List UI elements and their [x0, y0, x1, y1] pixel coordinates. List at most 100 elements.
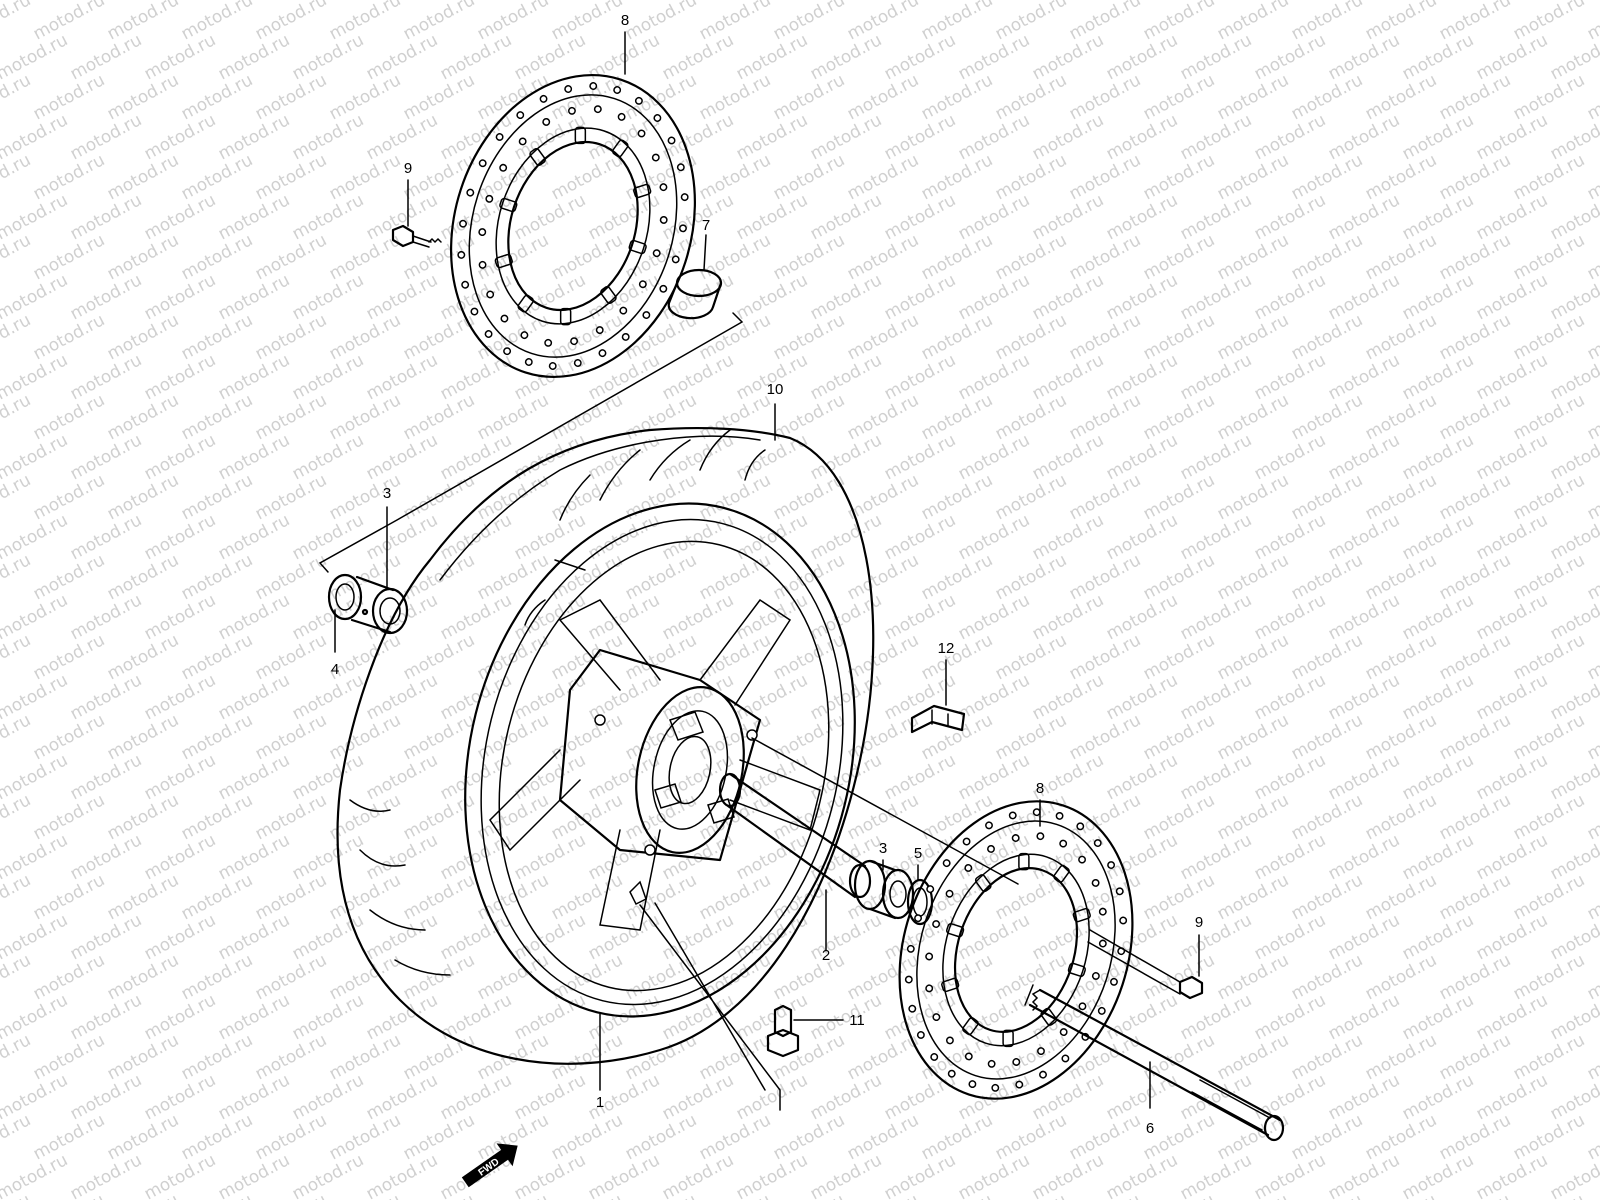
watermark-text: motod.ru: [1325, 190, 1403, 244]
watermark-text: motod.ru: [844, 230, 922, 284]
watermark-text: motod.ru: [1103, 190, 1181, 244]
tire-valve: [766, 1004, 844, 1058]
watermark-text: motod.ru: [1362, 70, 1440, 124]
watermark-text: motod.ru: [1399, 110, 1477, 164]
disc-drill-hole: [1098, 939, 1107, 948]
watermark-text: motod.ru: [1177, 270, 1255, 324]
watermark-text: motod.ru: [1436, 150, 1514, 204]
watermark-text: motod.ru: [363, 350, 441, 404]
watermark-text: motod.ru: [1251, 430, 1329, 484]
watermark-text: motod.ru: [30, 70, 108, 124]
watermark-text: motod.ru: [992, 1110, 1070, 1164]
watermark-text: motod.ru: [474, 390, 552, 444]
watermark-text: motod.ru: [437, 1070, 515, 1124]
watermark-text: motod.ru: [770, 1030, 848, 1084]
watermark-text: motod.ru: [1325, 670, 1403, 724]
watermark-text: motod.ru: [1473, 1150, 1551, 1200]
watermark-text: motod.ru: [215, 670, 293, 724]
watermark-text: motod.ru: [1066, 1030, 1144, 1084]
watermark-text: motod.ru: [1584, 710, 1600, 764]
disc-drill-hole: [570, 337, 579, 346]
watermark-text: motod.ru: [1066, 1110, 1144, 1164]
spacer-collar: [667, 234, 723, 320]
watermark-text: motod.ru: [918, 150, 996, 204]
watermark-text: motod.ru: [1103, 430, 1181, 484]
watermark-text: motod.ru: [1029, 910, 1107, 964]
watermark-text: motod.ru: [1473, 350, 1551, 404]
watermark-text: motod.ru: [104, 1030, 182, 1084]
watermark-text: motod.ru: [289, 510, 367, 564]
watermark-text: motod.ru: [1251, 350, 1329, 404]
watermark-text: motod.ru: [1436, 950, 1514, 1004]
watermark-text: motod.ru: [326, 1030, 404, 1084]
callout-7: 7: [702, 217, 710, 234]
disc-drill-hole: [914, 914, 922, 923]
watermark-text: motod.ru: [1584, 950, 1600, 1004]
watermark-text: motod.ru: [622, 550, 700, 604]
watermark-text: motod.ru: [178, 310, 256, 364]
watermark-text: motod.ru: [1251, 30, 1329, 84]
watermark-text: motod.ru: [1251, 670, 1329, 724]
disc-drill-hole: [968, 1080, 977, 1089]
watermark-text: motod.ru: [178, 630, 256, 684]
watermark-text: motod.ru: [363, 110, 441, 164]
watermark-text: motod.ru: [30, 390, 108, 444]
watermark-text: motod.ru: [1177, 910, 1255, 964]
watermark-text: motod.ru: [548, 870, 626, 924]
watermark-text: motod.ru: [1584, 310, 1600, 364]
disc-drill-hole: [987, 844, 995, 853]
watermark-text: motod.ru: [844, 150, 922, 204]
watermark-text: motod.ru: [1436, 390, 1514, 444]
watermark-text: motod.ru: [363, 30, 441, 84]
watermark-text: motod.ru: [1066, 230, 1144, 284]
watermark-text: motod.ru: [1399, 990, 1477, 1044]
watermark-text: motod.ru: [1177, 590, 1255, 644]
watermark-text: motod.ru: [696, 1110, 774, 1164]
callout-4: 4: [331, 661, 339, 678]
watermark-text: motod.ru: [1325, 830, 1403, 884]
disc-drill-hole: [671, 255, 680, 264]
watermark-text: motod.ru: [1584, 1110, 1600, 1164]
watermark-text: motod.ru: [659, 510, 737, 564]
disc-carrier-slot: [611, 139, 629, 158]
watermark-text: motod.ru: [1584, 70, 1600, 124]
disc-drill-hole: [470, 307, 479, 316]
callout-8-top: 8: [621, 12, 629, 29]
watermark-text: motod.ru: [659, 1150, 737, 1200]
watermark-text: motod.ru: [1510, 230, 1588, 284]
watermark-text: motod.ru: [881, 750, 959, 804]
watermark-text: motod.ru: [252, 870, 330, 924]
watermark-text: motod.ru: [696, 470, 774, 524]
watermark-text: motod.ru: [733, 1150, 811, 1200]
watermark-text: motod.ru: [622, 1110, 700, 1164]
disc-drill-hole: [925, 984, 934, 993]
watermark-text: motod.ru: [1362, 550, 1440, 604]
watermark-text: motod.ru: [400, 230, 478, 284]
disc-carrier-slot: [1018, 852, 1030, 871]
watermark-text: motod.ru: [104, 1110, 182, 1164]
disc-drill-hole: [1107, 861, 1116, 869]
disc-bolt-top: [391, 179, 442, 248]
watermark-text: motod.ru: [585, 750, 663, 804]
disc-carrier-slot: [574, 126, 587, 145]
watermark-text: motod.ru: [1362, 470, 1440, 524]
watermark-text: motod.ru: [511, 510, 589, 564]
disc-drill-hole: [1093, 839, 1102, 847]
watermark-text: motod.ru: [1473, 990, 1551, 1044]
watermark-text: motod.ru: [1584, 150, 1600, 204]
watermark-text: motod.ru: [622, 470, 700, 524]
watermark-text: motod.ru: [881, 430, 959, 484]
watermark-text: motod.ru: [1251, 270, 1329, 324]
watermark-text: motod.ru: [548, 230, 626, 284]
watermark-text: motod.ru: [252, 550, 330, 604]
watermark-text: motod.ru: [326, 70, 404, 124]
watermark-text: motod.ru: [30, 150, 108, 204]
callout-9-right: 9: [1195, 914, 1203, 931]
watermark-text: motod.ru: [1177, 830, 1255, 884]
disc-drill-hole: [1059, 1028, 1068, 1036]
watermark-text: motod.ru: [1251, 510, 1329, 564]
watermark-text: motod.ru: [1288, 1110, 1366, 1164]
watermark-text: motod.ru: [1214, 470, 1292, 524]
disc-carrier-slot: [1053, 864, 1070, 883]
callout-3-right: 3: [879, 840, 887, 857]
